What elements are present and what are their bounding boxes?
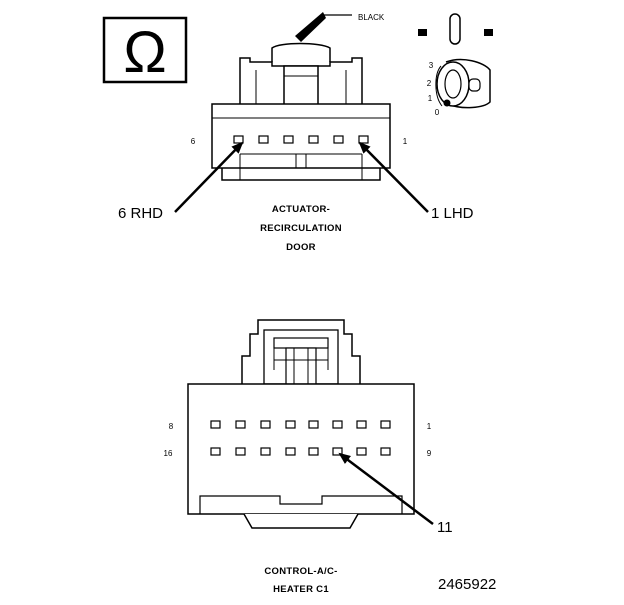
cavity — [356, 420, 367, 429]
cavity — [308, 420, 319, 429]
cavity — [235, 420, 246, 429]
cavity-row-bottom — [210, 447, 391, 456]
cavity — [285, 420, 296, 429]
caption-line-1: ACTUATOR- — [272, 204, 330, 215]
key-position-3: 3 — [429, 61, 434, 70]
figure-id: 2465922 — [438, 576, 496, 593]
cavity — [285, 447, 296, 456]
cavity — [210, 420, 221, 429]
cavity — [356, 447, 367, 456]
cavity — [380, 447, 391, 456]
caption-line-2: HEATER C1 — [273, 584, 329, 595]
cavity — [260, 447, 271, 456]
key-position-0: 0 — [435, 108, 440, 117]
cavity — [233, 135, 244, 144]
cavity — [380, 420, 391, 429]
row2-left-pin: 16 — [164, 449, 173, 458]
omega-glyph: Ω — [123, 20, 166, 85]
row2-right-pin: 9 — [427, 449, 432, 458]
cavity — [308, 447, 319, 456]
cavity — [333, 135, 344, 144]
caption-line-2: RECIRCULATION — [260, 223, 342, 234]
key-switch-icon: 3 2 1 0 — [418, 13, 493, 117]
cavity — [235, 447, 246, 456]
cavity-row-top — [210, 420, 391, 429]
row1-left-pin: 8 — [169, 422, 174, 431]
color-label: BLACK — [358, 13, 385, 22]
cavity — [332, 447, 343, 456]
callout-rhd: 6 RHD — [118, 205, 163, 222]
cavity — [358, 135, 369, 144]
cavity — [308, 135, 319, 144]
omega-symbol-icon: Ω — [102, 16, 188, 85]
key-position-2: 2 — [427, 79, 432, 88]
row1-right-pin: 1 — [427, 422, 432, 431]
connector-control-ac-heater: 8 1 16 9 11 CONTROL-A/C- HEATER C1 — [164, 319, 453, 595]
cavity — [258, 135, 269, 144]
callout-pin-11: 11 — [437, 519, 453, 536]
cavity — [283, 135, 294, 144]
connector-actuator: BLACK 6 1 — [118, 12, 474, 253]
caption-line-3: DOOR — [286, 242, 316, 253]
caption-line-1: CONTROL-A/C- — [264, 566, 337, 577]
cavity — [210, 447, 221, 456]
cavity — [332, 420, 343, 429]
cavity — [260, 420, 271, 429]
callout-lhd: 1 LHD — [431, 205, 474, 222]
pin-number-right: 1 — [403, 137, 408, 146]
pin-number-left: 6 — [191, 137, 196, 146]
key-position-1: 1 — [428, 94, 433, 103]
